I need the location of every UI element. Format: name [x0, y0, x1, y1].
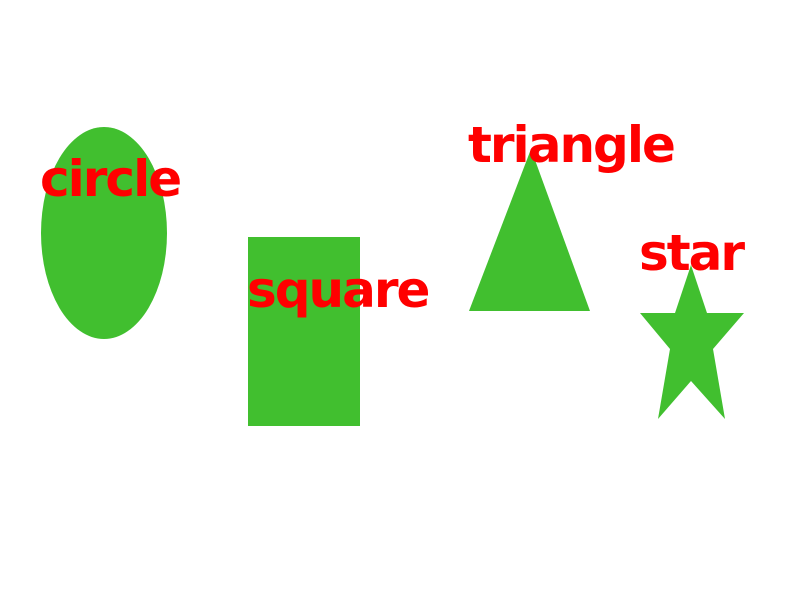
circle-label: circle: [40, 150, 180, 208]
circle-shape: [41, 127, 167, 339]
triangle-label: triangle: [468, 116, 674, 174]
square-shape: [248, 237, 360, 426]
square-label: square: [247, 261, 429, 319]
triangle-shape: [469, 149, 590, 311]
star-label: star: [639, 224, 745, 282]
star-shape: [640, 265, 744, 419]
